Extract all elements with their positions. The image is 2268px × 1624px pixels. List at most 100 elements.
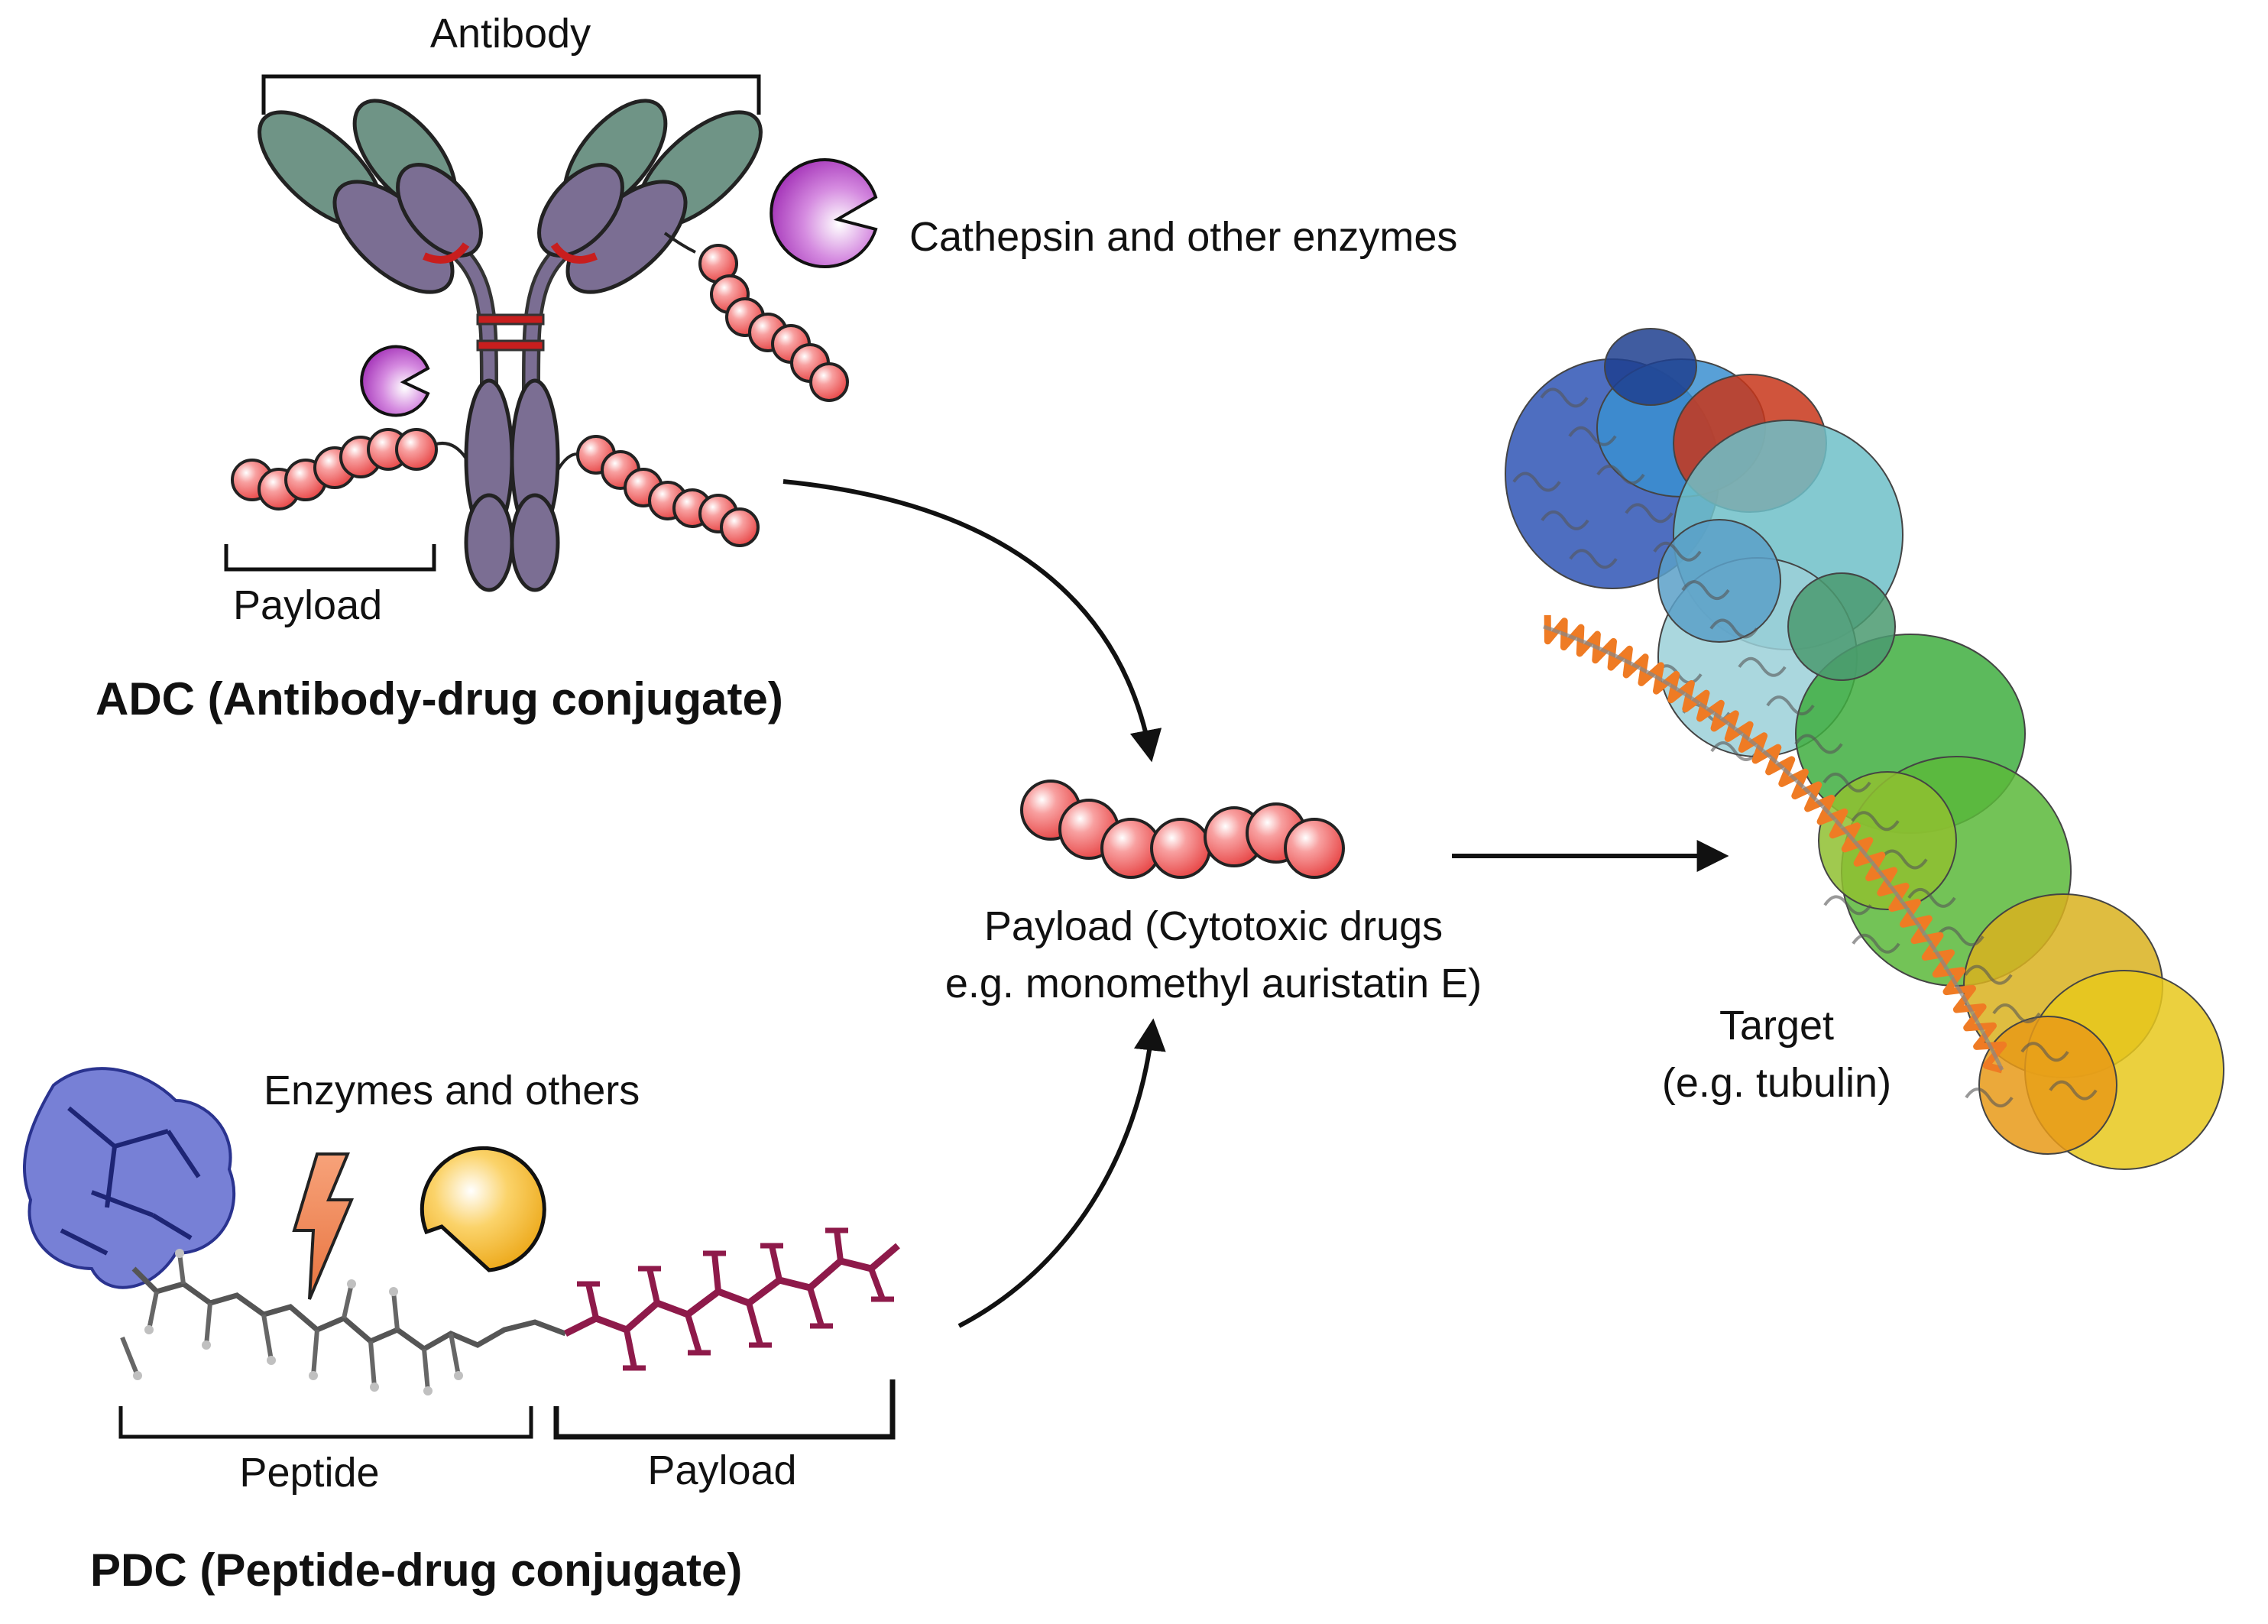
payload-branch [746,1301,763,1347]
payload-backbone [563,1243,900,1337]
surface-bond [151,1213,193,1240]
payload-bead [720,507,760,547]
pacman-enzyme-icon [770,158,878,268]
peptide-surface [23,1067,236,1289]
free-payload-chain [1020,780,1345,879]
disulfide-bond [476,339,545,352]
ribbon-coil [1710,741,1759,761]
payload-branch [585,1283,599,1319]
protein-domain [1657,519,1781,643]
payload-branch [646,1268,660,1304]
atom [202,1340,211,1350]
fc-domain [510,493,560,592]
target-label-line2: (e.g. tubulin) [1662,1060,1891,1106]
disulfide-bond [423,242,470,264]
atom [309,1371,318,1380]
protein-domain [1787,572,1896,681]
ribbon-coil [1625,503,1673,524]
payload-bead [1150,818,1211,879]
atom [454,1371,463,1380]
side-chain [261,1314,274,1361]
payload-branch [624,1329,637,1369]
enzymes-label: Enzymes and others [264,1068,640,1113]
ribbon-coil [2049,1080,2098,1100]
antibody-bracket [261,74,761,115]
side-chain [422,1348,430,1392]
pdc-payload-label: Payload [647,1447,796,1493]
antibody-label: Antibody [430,11,591,57]
payload-bracket [224,544,436,572]
ribbon-coil [1709,618,1758,639]
helix-turns [1544,614,2007,1074]
surface-bond [105,1146,117,1208]
payload-bead [809,362,849,402]
side-chain [311,1329,319,1376]
ribbon-coil [1823,895,1872,916]
lightning-bolt-icon [292,1152,355,1300]
ribbon-coil [2020,1042,2069,1062]
atom [133,1371,142,1380]
atom [267,1356,276,1365]
surface-bond [60,1228,109,1256]
ribbon-coil [1964,964,2013,985]
fc-domain [464,493,514,592]
ribbon-coil [1965,1088,2014,1108]
payload-branch [685,1313,702,1354]
ribbon-coil [1541,510,1589,530]
ribbon-coil [1879,849,1928,870]
payload-label-line2: e.g. monomethyl auristatin E) [945,961,1482,1006]
linker [663,232,696,254]
adc-payload-label: Payload [233,582,382,628]
payload-branch [868,1267,886,1301]
surface-bond [67,1106,116,1149]
payload-bead-chain [576,435,760,547]
atom [347,1279,356,1289]
atom [389,1287,398,1296]
ribbon-coil [1936,926,1985,947]
side-chain [120,1336,140,1377]
atom [175,1249,184,1258]
payload-molecule [563,1227,900,1371]
surface-bond [90,1190,154,1217]
ribbon-coil [1653,541,1702,562]
antibody-structure [231,74,849,592]
side-chain [449,1333,461,1376]
pdc-payload-bracket [553,1379,896,1440]
ribbon-coil [1738,656,1787,677]
ribbon-coil [1596,465,1645,485]
peptide-bracket [118,1406,533,1439]
ribbon-coil [1512,472,1561,492]
side-chain [368,1340,377,1388]
atom [423,1386,433,1395]
side-chain [391,1291,400,1331]
arrow-pdc-to-payload [957,1018,1166,1328]
protein-domain [1978,1016,2117,1155]
payload-bead [395,428,438,471]
target-label-line1: Target [1719,1003,1834,1049]
protein-domain [1604,328,1697,406]
protein-domain [1818,771,1957,910]
payload-branch [711,1253,721,1292]
peptide-label: Peptide [239,1450,379,1496]
pacman-enzyme-icon [360,345,430,417]
cathepsin-label: Cathepsin and other enzymes [909,214,1457,260]
surface-bond [166,1130,201,1178]
arrow-adc-to-payload [782,479,1162,763]
ribbon-coil [1851,811,1900,831]
peptide-surface-sticks [60,1106,201,1256]
helix-filament [1543,614,2007,1074]
ribbon-coil [1540,387,1589,408]
payload-bead-chain [698,244,849,402]
ribbon-coil [1992,1003,2041,1023]
constant-domain [396,163,483,258]
side-chain [147,1291,159,1331]
surface-bond [114,1129,169,1149]
ribbon-coil [1794,734,1843,754]
payload-bead-chain [231,428,438,511]
peptide-molecule [120,1249,567,1395]
atom [144,1325,154,1334]
disulfide-bond [550,242,598,264]
pdc-title: PDC (Peptide-drug conjugate) [90,1545,742,1596]
